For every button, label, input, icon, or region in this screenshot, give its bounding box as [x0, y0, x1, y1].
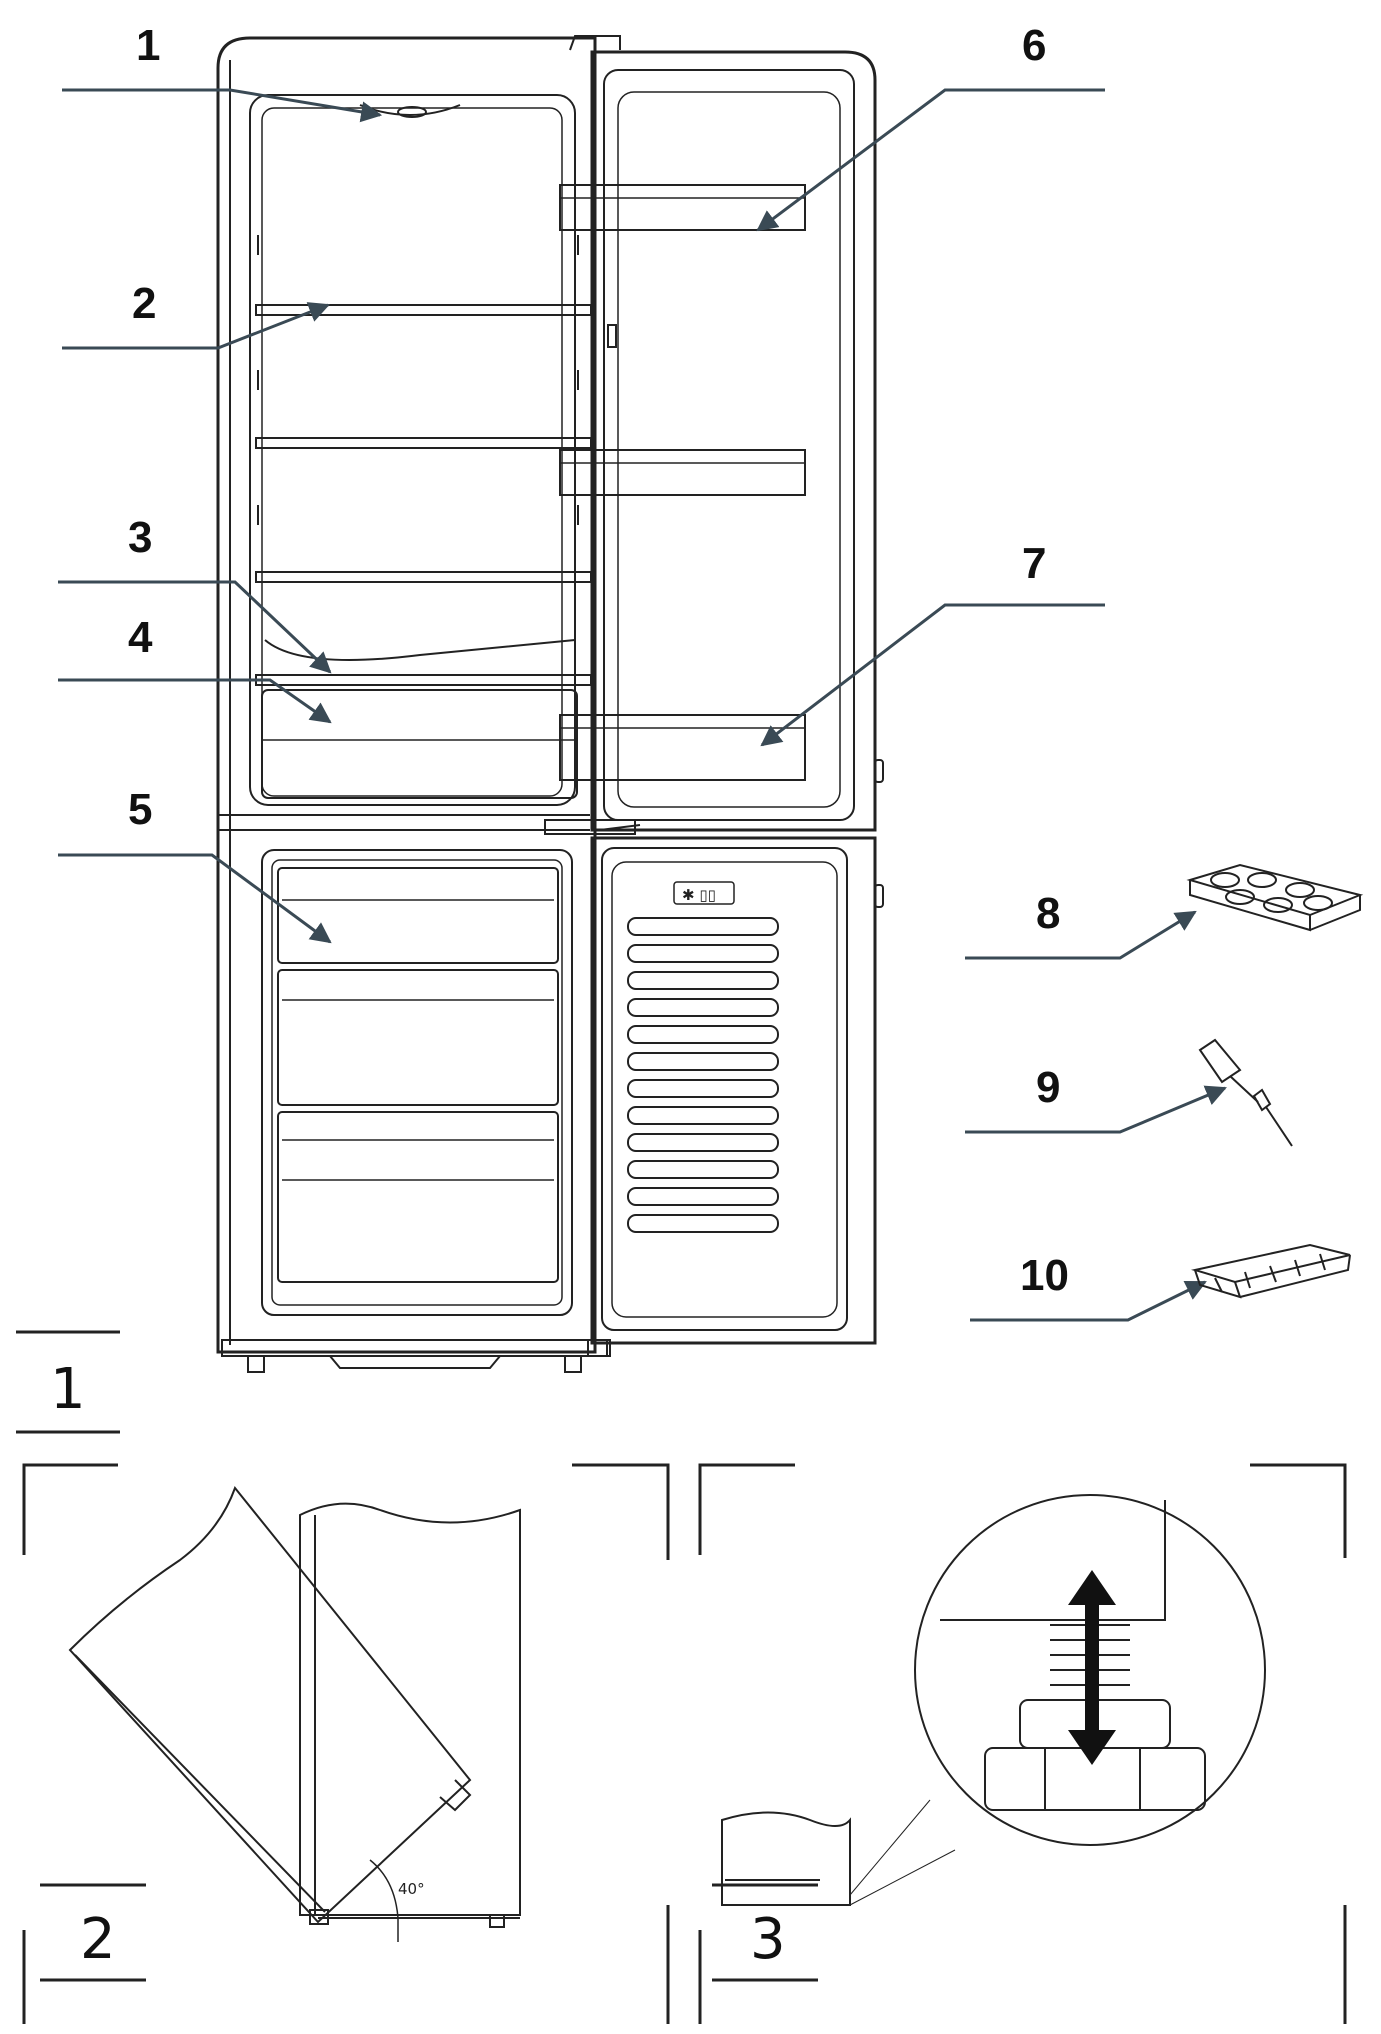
- egg-tray-icon: [1186, 863, 1364, 932]
- adjust-height-arrow-icon: [1068, 1570, 1116, 1765]
- callout-8: 8: [1036, 889, 1060, 938]
- callout-9: 9: [1036, 1063, 1060, 1112]
- callout-4: 4: [128, 613, 153, 662]
- figure-3-adjustable-foot: 3: [698, 1463, 1347, 2024]
- svg-text:2: 2: [80, 1907, 116, 1972]
- callout-3: 3: [128, 513, 152, 562]
- callout-5: 5: [128, 785, 152, 834]
- callout-6: 6: [1022, 21, 1046, 70]
- callout-1: 1: [136, 21, 160, 70]
- svg-text:3: 3: [750, 1907, 786, 1972]
- figure-2-tilt-diagram: 40° 2: [22, 1463, 670, 2024]
- fridge-illustration: ✱ ▯▯: [216, 35, 884, 1373]
- callout-numbers: 1 2 3 4 5 6 7 8 9 10: [128, 21, 1069, 1300]
- freezer-drawers: [277, 867, 559, 1283]
- ice-cube-tray-icon: [1191, 1243, 1351, 1299]
- freezer-door-ribs: [627, 917, 779, 1233]
- svg-text:✱ ▯▯: ✱ ▯▯: [682, 886, 716, 904]
- glass-shelves: [255, 304, 592, 686]
- svg-text:1: 1: [50, 1357, 86, 1422]
- callout-10: 10: [1020, 1251, 1069, 1300]
- door-balconies: [559, 184, 806, 781]
- figure-1-label: 1: [16, 1330, 120, 1434]
- svg-text:40°: 40°: [398, 1880, 425, 1898]
- callout-2: 2: [132, 279, 156, 328]
- callout-leader-lines: [58, 88, 1227, 1322]
- callout-7: 7: [1022, 539, 1046, 588]
- crisper-drawer: [261, 689, 578, 799]
- ice-scraper-icon: [1198, 1038, 1293, 1147]
